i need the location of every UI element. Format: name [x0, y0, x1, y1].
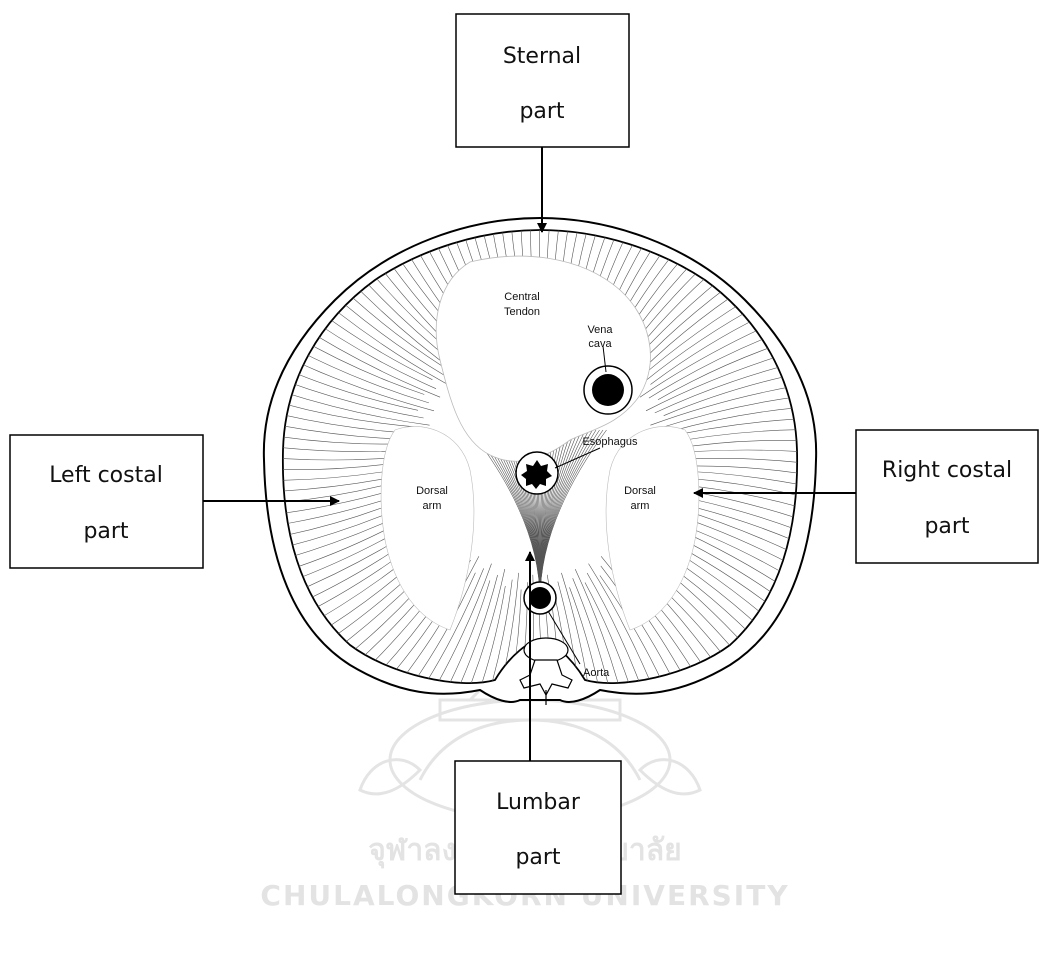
left-costal-part-label-1: Left costal [49, 463, 163, 488]
vena-cava-opening [592, 374, 624, 406]
central-tendon-label-2: Tendon [504, 306, 540, 318]
esophagus-label: Esophagus [582, 436, 638, 448]
sternal-part-box [456, 14, 629, 147]
aorta-label: Aorta [583, 667, 610, 679]
vena-cava-label-1: Vena [587, 324, 613, 336]
vena-cava-label-2: cava [588, 338, 612, 350]
dorsal-arm-left-label-2: arm [423, 500, 442, 512]
dorsal-arm-right-label-2: arm [631, 500, 650, 512]
sternal-part-label-1: Sternal [503, 44, 581, 69]
lumbar-part-box [455, 761, 621, 894]
sternal-part-callout: Sternal part [456, 14, 629, 232]
left-costal-part-label-2: part [83, 519, 128, 544]
right-costal-part-box [856, 430, 1038, 563]
sternal-part-label-2: part [519, 99, 564, 124]
aorta-opening [529, 587, 551, 609]
right-costal-part-label-1: Right costal [882, 458, 1012, 483]
dorsal-arm-left-label-1: Dorsal [416, 485, 448, 497]
left-costal-part-box [10, 435, 203, 568]
right-costal-part-label-2: part [924, 514, 969, 539]
central-tendon-label-1: Central [504, 291, 539, 303]
dorsal-arm-right-label-1: Dorsal [624, 485, 656, 497]
diaphragm-illustration: Central Tendon Vena cava Esophagus Dorsa… [240, 155, 840, 755]
lumbar-part-label-1: Lumbar [496, 790, 581, 815]
lumbar-part-label-2: part [515, 845, 560, 870]
